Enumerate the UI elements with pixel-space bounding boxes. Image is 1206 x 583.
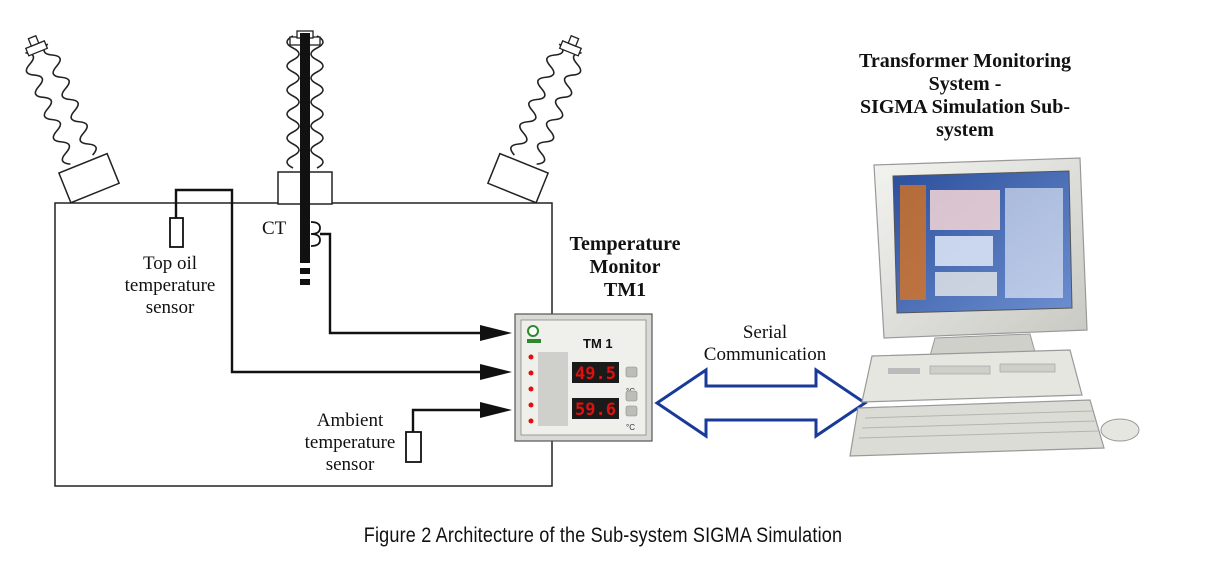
figure-caption: Figure 2 Architecture of the Sub-system … [363,524,843,547]
ct-label: CT [262,218,287,239]
serial-communication-label: Serial Communication [703,322,827,365]
tm1-unit-bottom: °C [626,423,635,432]
top-oil-sensor-probe [169,217,184,248]
temperature-monitor-label: Temperature Monitor TM1 [569,233,681,301]
right-bushing [486,34,583,204]
serial-double-arrow [654,367,868,439]
conductor [300,33,310,257]
left-bushing [24,34,121,204]
ambient-sensor-label: Ambient temperature sensor [304,410,396,475]
computer [849,157,1140,457]
ct-coil [310,221,321,247]
top-oil-sensor-label: Top oil temperature sensor [124,253,216,318]
tm1-display-bottom: 59.6 [575,400,616,420]
ambient-wire [411,408,497,432]
center-bushing [277,30,333,290]
tm1-model-label: TM 1 [583,336,613,351]
tm1-device: TM 1 49.5 59.6 °C °C [514,313,653,442]
tm1-display-top: 49.5 [575,364,616,384]
monitoring-system-label: Transformer Monitoring System - SIGMA Si… [858,50,1071,141]
top-oil-wire [174,188,498,376]
ct-wire [320,232,498,337]
